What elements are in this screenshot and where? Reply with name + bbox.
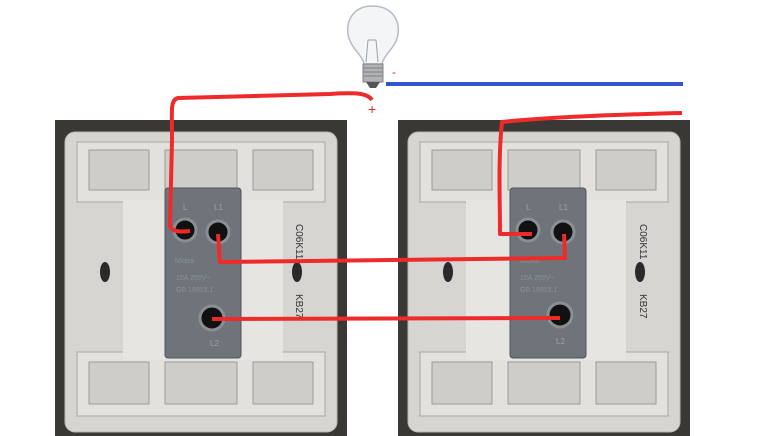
right-standard: GB 16915.1 <box>520 287 557 294</box>
left-brand: Midea <box>175 258 194 265</box>
minus-label: - <box>392 65 396 79</box>
traveler-wire-l1 <box>216 233 567 264</box>
left-standard: GB 16915.1 <box>176 287 213 294</box>
right-brand: Midea <box>520 258 539 265</box>
right-rating: 10A 250V~ <box>520 275 554 282</box>
right-terminal-l <box>515 217 541 243</box>
left-rating: 10A 250V~ <box>176 275 210 282</box>
left-label-l2: L2 <box>210 339 219 348</box>
left-model: C06K11 <box>293 224 304 260</box>
live-wire-bulb-to-left-l <box>168 91 374 234</box>
right-terminal-l2 <box>546 301 574 329</box>
left-label-l1: L1 <box>214 203 223 212</box>
traveler-wire-l2 <box>211 316 561 321</box>
left-code: KB27 <box>293 294 304 319</box>
light-bulb-icon <box>346 5 400 88</box>
left-label-l: L <box>183 203 188 212</box>
right-switch-module: L L1 L2 Midea 10A 250V~ GB 16915.1 <box>509 187 587 359</box>
live-wire-supply-to-right-l <box>497 111 683 236</box>
plus-label: + <box>368 101 376 117</box>
right-label-l2: L2 <box>556 337 565 346</box>
right-code: KB27 <box>637 294 648 319</box>
right-label-l1: L1 <box>559 203 568 212</box>
right-model: C06K11 <box>637 224 648 260</box>
right-label-l: L <box>526 203 531 212</box>
left-switch-module: L L1 L2 Midea 10A 250V~ GB 16915.1 <box>164 187 242 359</box>
